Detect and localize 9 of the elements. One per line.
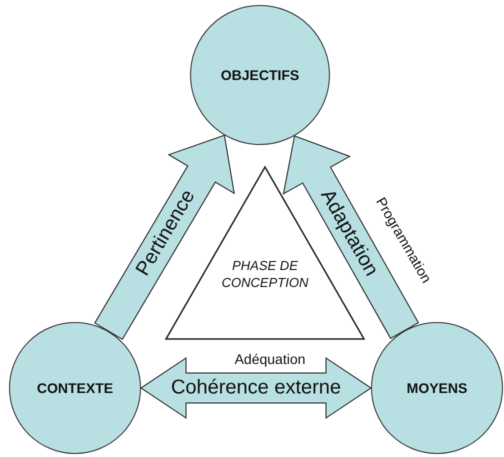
node-label: CONTEXTE: [36, 380, 114, 396]
triangle-label: PHASE DE CONCEPTION: [220, 258, 310, 292]
arrow-caption: Adéquation: [234, 351, 306, 367]
edge-label: Cohérence externe: [170, 376, 342, 400]
node-label: OBJECTIFS: [220, 67, 300, 83]
node-label: MOYENS: [406, 380, 468, 396]
block-arrow: [94, 134, 235, 340]
block-arrow: [282, 135, 420, 340]
block-arrow: [140, 357, 372, 419]
